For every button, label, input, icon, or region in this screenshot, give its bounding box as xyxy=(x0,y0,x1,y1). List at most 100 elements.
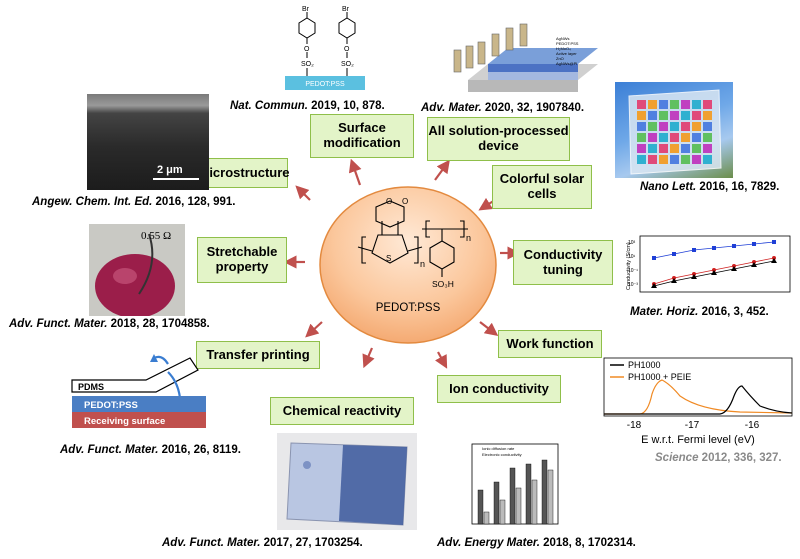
solar-cell-pixel xyxy=(659,144,668,153)
colorful-solar-photo xyxy=(615,82,733,178)
center-label: PEDOT:PSS xyxy=(376,302,441,314)
svg-text:O: O xyxy=(402,197,408,206)
surface-modification-label: Surface modification xyxy=(323,120,401,150)
solar-cell-pixel xyxy=(637,144,646,153)
ref-mater-horiz: Mater. Horiz. 2016, 3, 452. xyxy=(630,306,769,318)
work-function-label: Work function xyxy=(506,335,594,351)
solar-cell-pixel xyxy=(703,144,712,153)
ion-conductivity-label: Ion conductivity xyxy=(449,380,549,396)
solar-cell-pixel xyxy=(692,133,701,142)
ref-afm-2018: Adv. Funct. Mater. 2018, 28, 1704858. xyxy=(9,318,210,330)
balloon-photo: 0.55 Ω xyxy=(89,224,185,316)
solar-cell-pixel xyxy=(703,155,712,164)
solar-cell-pixel xyxy=(703,122,712,131)
solar-cell-pixel xyxy=(670,133,679,142)
ion-conductivity-chart: Ionic diffusion rate Electronic conducti… xyxy=(458,440,568,532)
box-surface-modification: Surface modification xyxy=(310,114,414,158)
arrow-microstructure xyxy=(295,185,311,201)
so2-label-2: SO₂ xyxy=(341,61,354,68)
transfer-diagram: PDMS PEDOT:PSS Receiving surface xyxy=(70,352,210,434)
o-label-2: O xyxy=(344,46,350,53)
box-chemical-reactivity: Chemical reactivity xyxy=(270,397,414,425)
sem-scale-bar xyxy=(153,178,199,180)
solar-cell-pixel xyxy=(692,144,701,153)
ref-science: Science 2012, 336, 327. xyxy=(655,452,782,464)
colorful-label: Colorful solar cells xyxy=(499,171,585,201)
box-ion-conductivity: Ion conductivity xyxy=(437,375,561,403)
box-transfer-printing: Transfer printing xyxy=(196,341,320,369)
pedot-pss-structure: O O S n n SO₃H PEDOT:PSS xyxy=(319,186,497,344)
subscript-n2: n xyxy=(466,233,471,243)
solar-cell-pixel xyxy=(681,133,690,142)
solar-cell-pixel xyxy=(637,111,646,120)
arrow-all-solution xyxy=(434,159,450,181)
solar-cell-pixel xyxy=(670,144,679,153)
box-colorful-solar-cells: Colorful solar cells xyxy=(492,165,592,209)
solar-cell-pixel xyxy=(692,155,701,164)
sem-image: 2 μm xyxy=(87,94,209,190)
wf-legend-ph1000: PH1000 xyxy=(628,360,661,370)
solar-cell-pixel xyxy=(670,155,679,164)
solar-cell-pixel xyxy=(703,133,712,142)
solar-cell-pixel xyxy=(648,122,657,131)
solar-cell-pixel xyxy=(670,100,679,109)
br-label-2: Br xyxy=(342,6,350,13)
solar-cell-pixel xyxy=(648,133,657,142)
cond-tick-2: 10⁻¹ xyxy=(628,268,638,274)
solar-cell-pixel xyxy=(648,144,657,153)
solar-cell-pixel xyxy=(648,100,657,109)
cond-tick-0: 10³ xyxy=(628,240,636,246)
so2-label-1: SO₂ xyxy=(301,61,314,68)
sem-scale-label: 2 μm xyxy=(157,164,183,176)
box-microstructure: Microstructure xyxy=(198,158,290,188)
solar-cell-pixel xyxy=(659,100,668,109)
box-all-solution-processed: All solution-processed device xyxy=(427,117,570,161)
wf-legend-peie: PH1000 + PEIE xyxy=(628,372,691,382)
so3h-label: SO₃H xyxy=(432,279,454,289)
ion-legend-2: Electronic conductivity xyxy=(482,452,522,457)
o-label-1: O xyxy=(304,46,310,53)
arrow-transfer xyxy=(305,321,323,338)
solar-cell-pixel xyxy=(637,155,646,164)
solar-cell-pixel xyxy=(692,122,701,131)
pdms-label: PDMS xyxy=(78,382,104,392)
pedot-bar-label: PEDOT:PSS xyxy=(305,81,345,88)
ref-angew: Angew. Chem. Int. Ed. 2016, 128, 991. xyxy=(32,196,236,208)
box-conductivity-tuning: Conductivity tuning xyxy=(513,240,613,285)
pedot-layer-label: PEDOT:PSS xyxy=(84,400,138,411)
subscript-n1: n xyxy=(420,259,425,269)
conductivity-ylabel: Conductivity (S/cm) xyxy=(626,242,632,290)
box-stretchable-property: Stretchable property xyxy=(197,237,287,283)
solar-cell-pixel xyxy=(670,111,679,120)
chemical-reactivity-photo xyxy=(277,433,417,530)
pedot-pss-center: O O S n n SO₃H PEDOT:PSS xyxy=(318,185,498,345)
ion-legend-1: Ionic diffusion rate xyxy=(482,446,515,451)
solar-cell-pixel xyxy=(692,111,701,120)
solar-cell-pixel xyxy=(681,144,690,153)
solar-cell-pixel xyxy=(681,111,690,120)
stretchable-label: Stretchable property xyxy=(206,244,278,274)
solar-cell-pixel xyxy=(681,122,690,131)
ref-nano-lett: Nano Lett. 2016, 16, 7829. xyxy=(640,181,780,193)
br-label-1: Br xyxy=(302,6,310,13)
solar-cell-pixel xyxy=(648,155,657,164)
microstructure-label: Microstructure xyxy=(198,164,290,180)
solar-cell-pixel xyxy=(648,111,657,120)
arrow-work-function xyxy=(479,321,499,337)
ref-afm-2017: Adv. Funct. Mater. 2017, 27, 1703254. xyxy=(162,537,363,549)
receiving-label: Receiving surface xyxy=(84,416,165,427)
cond-tick-1: 10¹ xyxy=(628,254,636,260)
ref-nat-commun: Nat. Commun. 2019, 10, 878. xyxy=(230,100,385,112)
solar-cell-pixel xyxy=(637,133,646,142)
svg-text:S: S xyxy=(386,254,391,263)
wf-tick-16: -16 xyxy=(745,420,760,431)
surface-molecule-image: Br Br O O SO₂ SO₂ PEDOT:PSS xyxy=(285,2,380,98)
ref-adv-mater: Adv. Mater. 2020, 32, 1907840. xyxy=(421,102,585,114)
solar-cell-pixel xyxy=(659,122,668,131)
balloon-resistance: 0.55 Ω xyxy=(141,230,172,242)
solar-cell-pixel xyxy=(703,100,712,109)
chemical-reactivity-label: Chemical reactivity xyxy=(282,402,402,418)
solar-cell-pixel xyxy=(692,100,701,109)
